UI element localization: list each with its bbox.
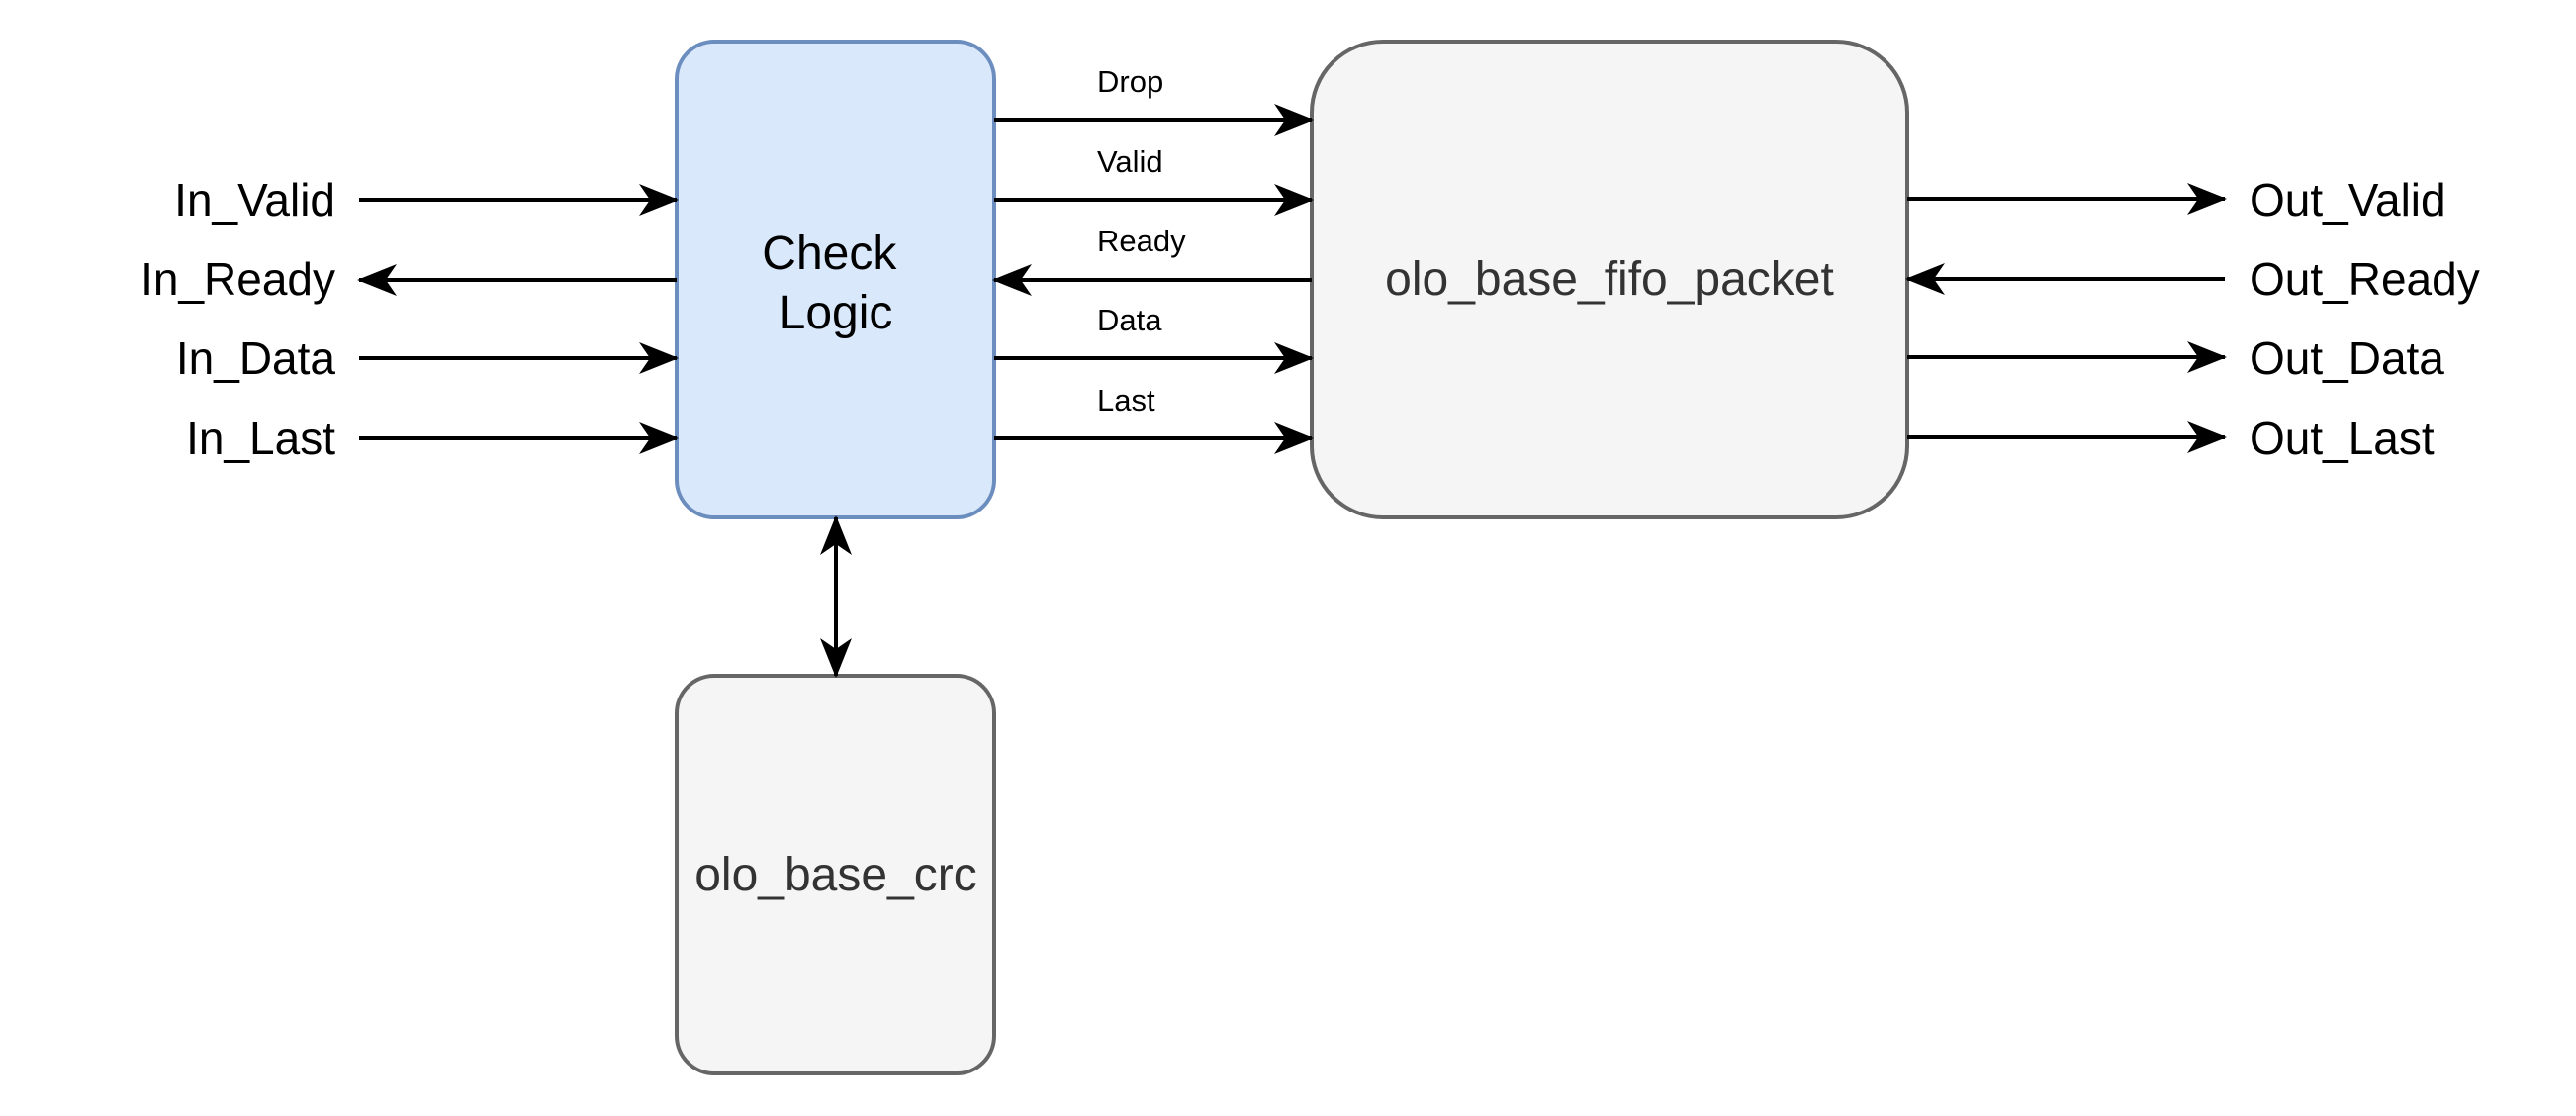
drop-label: Drop (1097, 64, 1163, 99)
in-valid-label: In_Valid (174, 174, 335, 226)
check-logic-label-line1: Check (762, 228, 897, 280)
out-data-label: Out_Data (2250, 332, 2444, 384)
fifo-packet-label: olo_base_fifo_packet (1385, 253, 1834, 306)
ready-label: Ready (1097, 224, 1186, 258)
last-label: Last (1097, 383, 1155, 418)
valid-label: Valid (1097, 144, 1163, 179)
in-data-label: In_Data (176, 332, 336, 384)
check-logic-label-line2: Logic (780, 287, 893, 339)
out-last-label: Out_Last (2250, 413, 2435, 464)
out-valid-label: Out_Valid (2250, 174, 2446, 226)
in-ready-label: In_Ready (140, 253, 335, 305)
check-logic-label: Check Logic (762, 228, 909, 339)
out-ready-label: Out_Ready (2250, 253, 2480, 305)
in-last-label: In_Last (186, 413, 335, 464)
data-label: Data (1097, 303, 1162, 337)
crc-label: olo_base_crc (694, 849, 977, 901)
